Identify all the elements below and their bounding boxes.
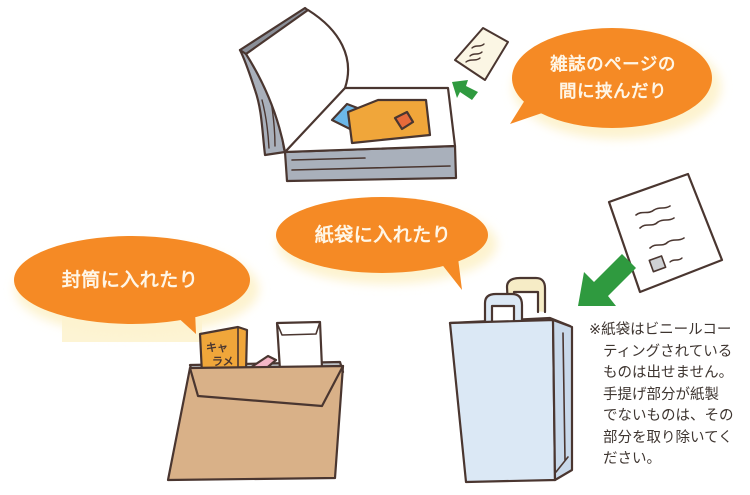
candy-box-label-2: ラメ <box>212 355 234 368</box>
magazine-illustration <box>238 6 458 183</box>
note-line-4: 手提げ部分が紙製 <box>603 386 719 403</box>
arrow-into-magazine-icon <box>452 80 478 100</box>
paper-note-small <box>454 27 509 81</box>
note-line-1: ※紙袋はビニールコー <box>589 322 732 338</box>
paper-note-large <box>607 172 724 294</box>
note-line-7: ださい。 <box>603 451 661 467</box>
envelope-illustration <box>166 320 345 482</box>
speech-bubble-magazine <box>510 28 721 139</box>
bubble-text-paper-bag: 紙袋に入れたり <box>314 224 452 246</box>
bubble-text-magazine: 雑誌のページの 間に挟んだり <box>538 52 688 106</box>
note-line-2: ティングされている <box>603 343 733 360</box>
speech-bubble-paper-bag <box>276 197 497 290</box>
paper-bag-caution-note: ※紙袋はビニールコー ティングされている ものは出せません。 手提げ部分が紙製 … <box>589 320 749 471</box>
bubble-magazine-line-2: 間に挟んだり <box>559 82 667 102</box>
speech-bubble-envelope <box>14 236 259 342</box>
note-line-5: でないものは、その <box>603 408 734 424</box>
bubble-text-envelope: 封筒に入れたり <box>61 269 199 291</box>
candy-box-label-1: キャ <box>206 341 228 354</box>
arrow-into-bag-icon <box>578 254 636 306</box>
paper-bag-illustration <box>448 276 574 484</box>
note-line-6: 部分を取り除いてく <box>603 429 733 446</box>
note-line-3: ものは出せません。 <box>603 365 734 381</box>
bubble-magazine-line-1: 雑誌のページの <box>550 55 676 75</box>
